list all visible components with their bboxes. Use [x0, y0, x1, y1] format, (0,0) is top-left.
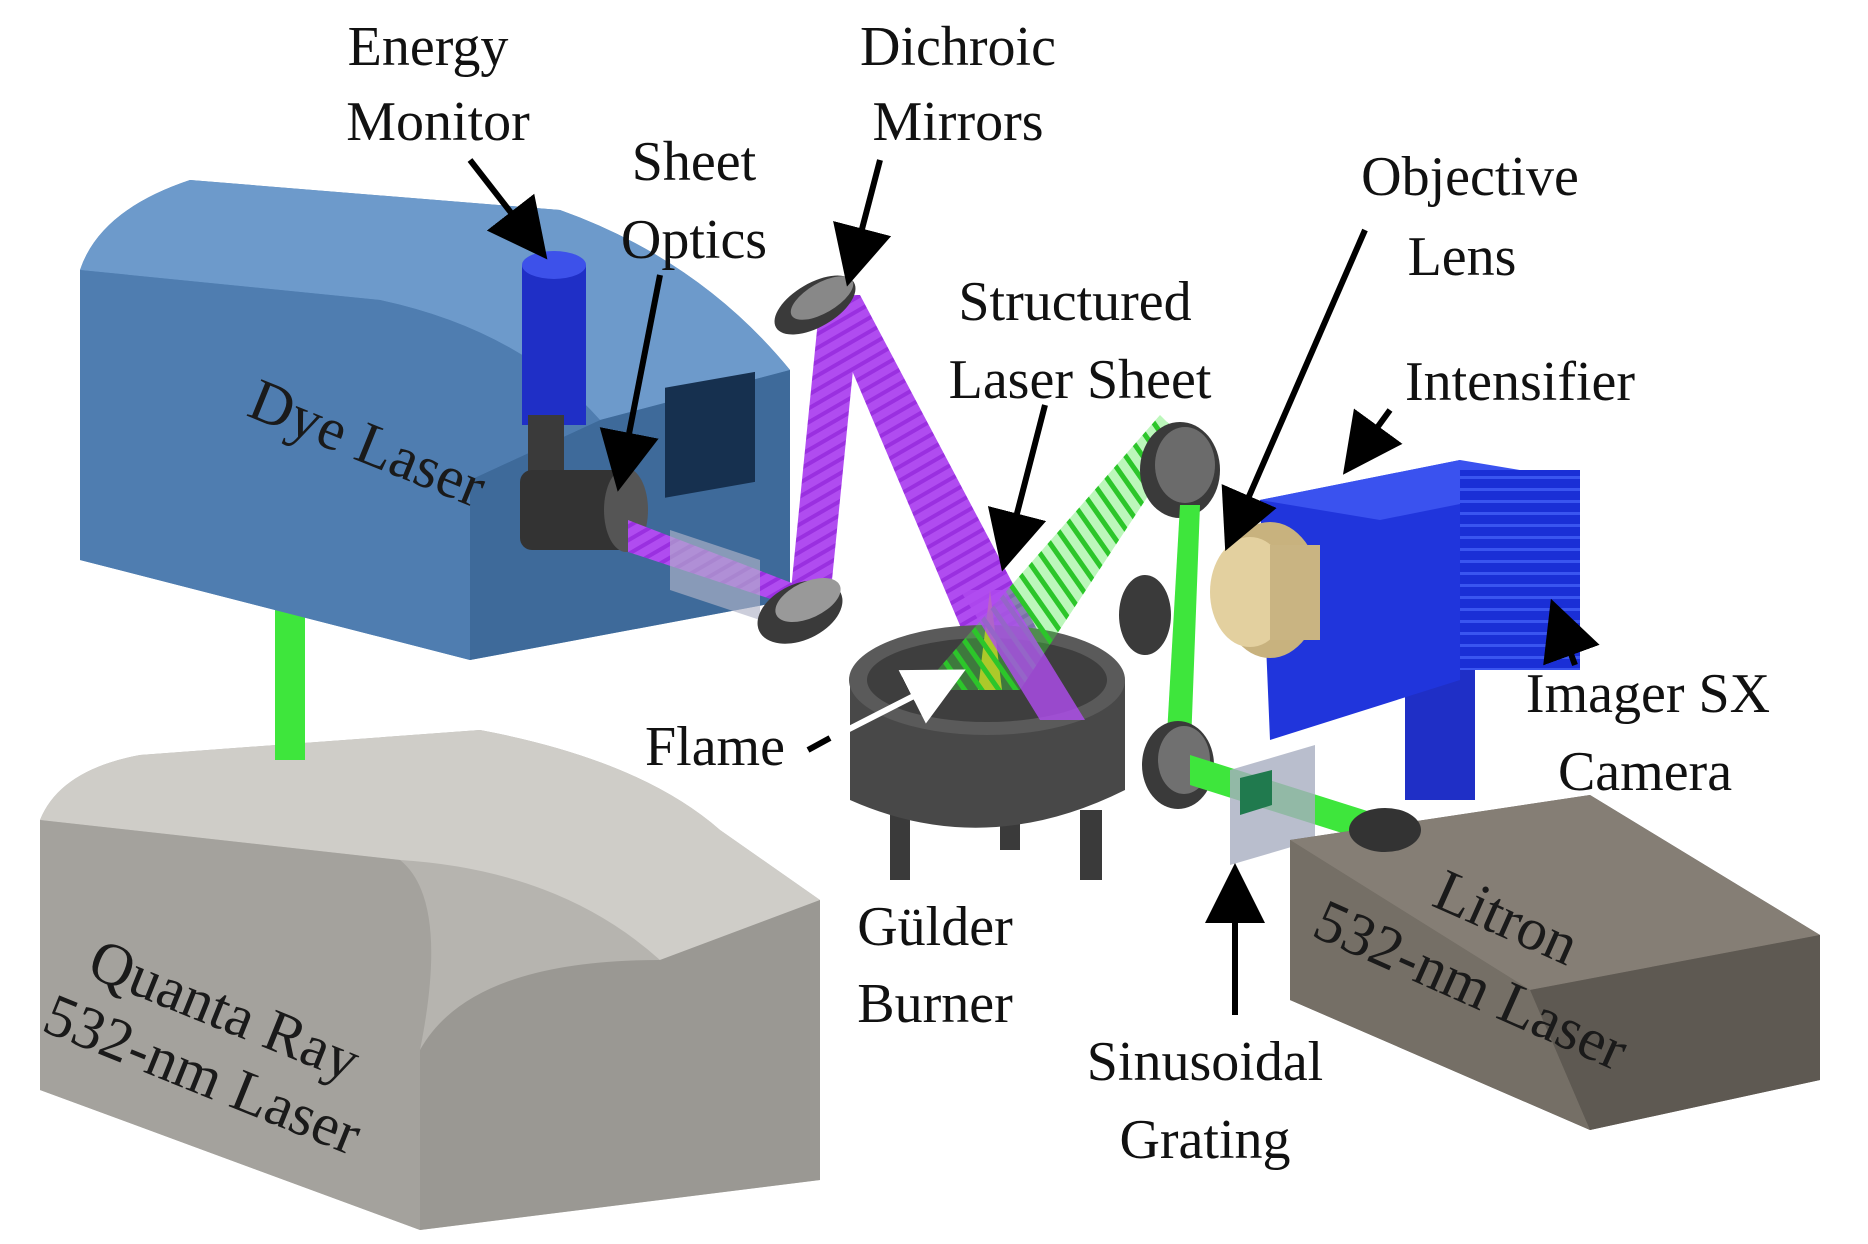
arrow-icon: [987, 404, 1048, 572]
arrow-icon: [1543, 598, 1600, 667]
label-dichroic-mirrors: Dichroic Mirrors: [860, 16, 1056, 153]
purple-beam-at-burner: [960, 590, 1085, 720]
label-sheet-optics-line2: Optics: [621, 209, 767, 271]
litron-output-optic: [1349, 808, 1421, 852]
litron-laser: [1290, 795, 1820, 1130]
dichroic-mirror-bottom: [757, 577, 843, 644]
label-sinusoidal-grating-line1: Sinusoidal: [1087, 1031, 1323, 1093]
objective-lens-device: [1210, 522, 1320, 658]
label-structured-laser-sheet-line1: Structured: [958, 271, 1191, 333]
mirror-upper-right: [1140, 422, 1220, 518]
arrow-icon: [467, 158, 548, 260]
label-flame: Flame: [645, 716, 785, 778]
dichroic-mirror-top: [774, 275, 856, 335]
arrow-icon: [833, 159, 892, 287]
arrow-icon: [806, 669, 966, 753]
sinusoidal-grating-plate: [1230, 745, 1315, 865]
label-energy-monitor: Energy Monitor: [346, 16, 530, 153]
label-imager-sx-camera-line2: Camera: [1558, 741, 1732, 803]
arrow-icon: [1342, 408, 1403, 475]
label-sinusoidal-grating-line2: Grating: [1119, 1109, 1290, 1171]
label-energy-monitor-line2: Monitor: [346, 91, 530, 153]
label-gulder-burner-line2: Burner: [857, 973, 1013, 1035]
green-beam-vertical: [1165, 505, 1200, 770]
purple-beam-up: [790, 300, 860, 600]
label-structured-laser-sheet: Structured Laser Sheet: [949, 271, 1212, 411]
arrow-icon: [806, 735, 832, 753]
purple-filter: [670, 530, 760, 620]
label-sinusoidal-grating: Sinusoidal Grating: [1087, 1031, 1323, 1171]
mirror-side: [1119, 575, 1171, 655]
arrow-icon: [599, 274, 663, 492]
label-objective-lens: Objective Lens: [1361, 146, 1579, 288]
label-intensifier: Intensifier: [1405, 351, 1635, 413]
label-energy-monitor-line1: Energy: [348, 16, 509, 78]
label-imager-sx-camera: Imager SX Camera: [1526, 663, 1770, 803]
label-gulder-burner-line1: Gülder: [857, 896, 1013, 958]
label-structured-laser-sheet-line2: Laser Sheet: [949, 349, 1212, 411]
arrow-icon: [1221, 228, 1368, 552]
label-objective-lens-line2: Lens: [1408, 226, 1517, 288]
label-gulder-burner: Gülder Burner: [857, 896, 1013, 1035]
grating-stripe: [1240, 770, 1272, 815]
label-imager-sx-camera-line1: Imager SX: [1526, 663, 1770, 725]
label-sheet-optics-line1: Sheet: [632, 131, 757, 193]
label-dichroic-mirrors-line1: Dichroic: [860, 16, 1056, 78]
dye-laser: [80, 180, 790, 660]
label-objective-lens-line1: Objective: [1361, 146, 1579, 208]
quanta-ray-laser: [40, 730, 820, 1230]
label-dichroic-mirrors-line2: Mirrors: [872, 91, 1043, 153]
label-sheet-optics: Sheet Optics: [621, 131, 767, 271]
